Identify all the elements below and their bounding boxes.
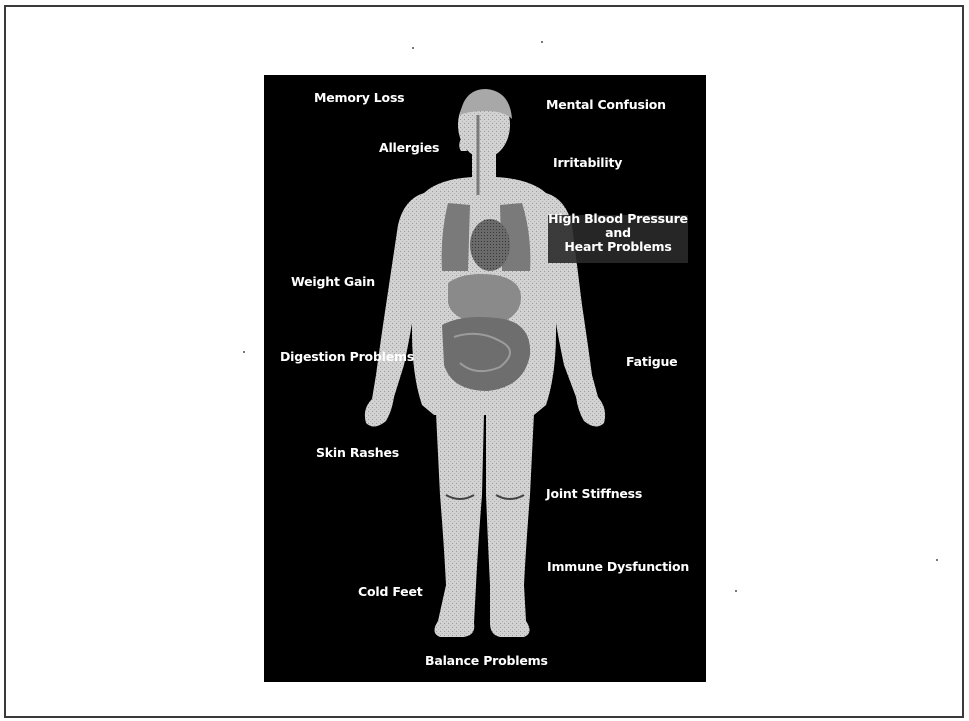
- left-leg: [434, 413, 484, 637]
- label-immune-dysfunction: Immune Dysfunction: [547, 559, 689, 574]
- neck: [472, 153, 496, 181]
- head: [458, 89, 512, 158]
- label-high-blood-pressure-and-heart-problems: High Blood Pressure and Heart Problems: [548, 212, 688, 254]
- label-fatigue: Fatigue: [626, 354, 677, 369]
- label-joint-stiffness: Joint Stiffness: [546, 486, 642, 501]
- label-allergies: Allergies: [379, 140, 439, 155]
- label-skin-rashes: Skin Rashes: [316, 445, 399, 460]
- human-body-figure: [264, 75, 706, 682]
- label-irritability: Irritability: [553, 155, 622, 170]
- scan-speck: [936, 559, 938, 561]
- label-mental-confusion: Mental Confusion: [546, 97, 666, 112]
- stomach: [448, 274, 521, 324]
- label-high-blood-pressure: High Blood Pressure: [548, 212, 688, 226]
- label-heart-problems: Heart Problems: [548, 240, 688, 254]
- scan-speck: [735, 590, 737, 592]
- label-digestion-problems: Digestion Problems: [280, 349, 414, 364]
- lungs: [442, 203, 470, 271]
- scan-speck: [243, 351, 245, 353]
- label-and: and: [548, 226, 688, 240]
- label-balance-problems: Balance Problems: [425, 653, 548, 668]
- label-cold-feet: Cold Feet: [358, 584, 423, 599]
- scan-speck: [412, 47, 414, 49]
- scan-speck: [541, 41, 543, 43]
- diagram-panel: Memory Loss Mental Confusion Allergies I…: [264, 75, 706, 682]
- heart: [470, 219, 510, 271]
- label-memory-loss: Memory Loss: [314, 90, 404, 105]
- right-leg: [486, 413, 534, 637]
- label-weight-gain: Weight Gain: [291, 274, 375, 289]
